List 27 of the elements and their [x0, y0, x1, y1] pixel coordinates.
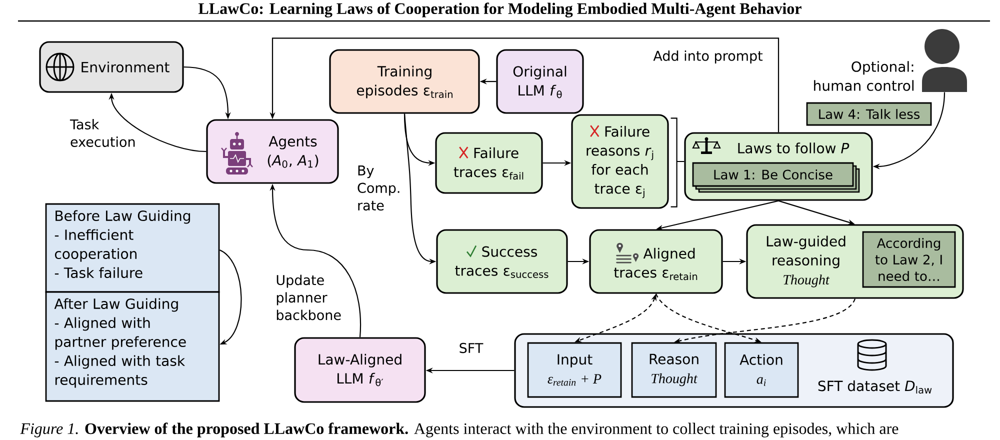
process-box: Success traces ε$_{success}$	[436, 229, 568, 294]
process-box: Law-Aligned LLM f$_{θ′}$	[294, 337, 426, 403]
note-card: According to Law 2, I need to…	[862, 231, 956, 288]
caption: Figure 1. Overview of the proposed LLawCo framework. Agents interact with the environment to collect training episodes, which are	[20, 422, 898, 438]
process-box: Environment	[39, 41, 184, 93]
edge-label: By Comp. rate	[358, 165, 400, 211]
data-cell: Input ε$_{retain}$ + P	[527, 342, 622, 398]
edge-label: Task execution	[70, 119, 135, 147]
card-stack: Law 1: Be Concise	[692, 162, 860, 193]
process-box: Original LLM f$_{θ}$	[496, 49, 584, 114]
title: LLawCo: Learning Laws of Cooperation for Modeling Embodied Multi-Agent Behavior	[198, 2, 802, 18]
process-box: Failure traces ε$_{fail}$	[435, 132, 543, 194]
arrow	[219, 250, 242, 344]
note-card: Law 4: Talk less	[806, 102, 932, 126]
process-box: Training episodes ε$_{train}$	[329, 49, 480, 114]
edge-label: SFT	[460, 342, 484, 354]
process-box: Agents (A$_{0}$, A$_{1}$)	[206, 119, 339, 184]
process-box: Failure reasons r$_{j}$ for each trace ε$_{j}$	[571, 114, 669, 209]
text-panel: After Law Guiding - Aligned with partner preference - Aligned with task requirements	[45, 291, 220, 402]
annotation-text: Optional: human control	[814, 61, 914, 91]
process-box: Aligned traces ε$_{retain}$	[589, 229, 723, 294]
bracket-line	[670, 118, 685, 208]
edge-label: Add into prompt	[653, 50, 763, 64]
data-cell: Reason Thought	[631, 342, 717, 398]
text-panel: Before Law Guiding - Inefficient cooperation - Task failure	[45, 203, 220, 293]
edge-label: Update planner backbone	[276, 274, 341, 320]
data-cell: Action a$_{i}$	[724, 342, 799, 398]
